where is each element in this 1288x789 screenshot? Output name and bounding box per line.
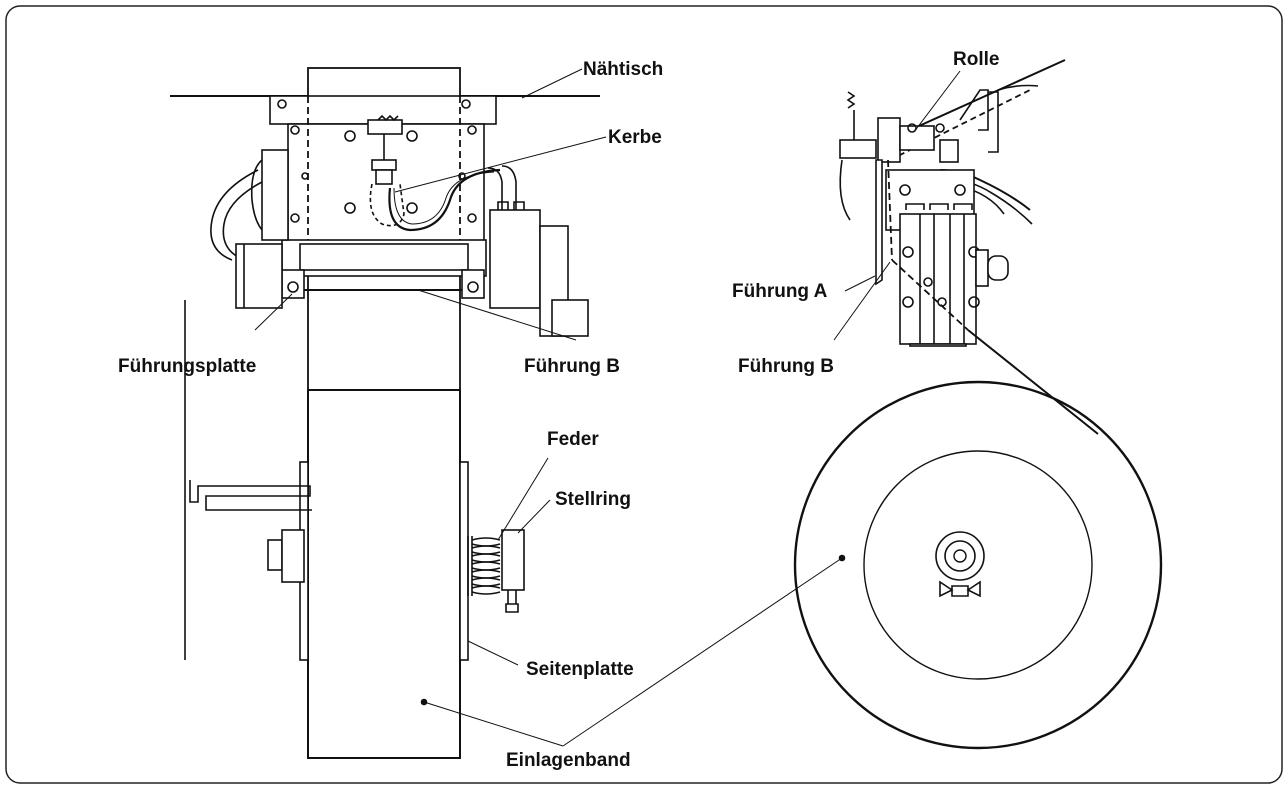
- label-rolle: Rolle: [953, 49, 1000, 70]
- label-naehtisch: Nähtisch: [583, 59, 664, 80]
- collar: [501, 529, 525, 591]
- label-einlagenband: Einlagenband: [506, 750, 631, 771]
- guide-a: [875, 159, 883, 286]
- label-kerbe: Kerbe: [608, 127, 662, 148]
- label-fuehrung-a: Führung A: [732, 281, 828, 302]
- left-front-view: [170, 67, 600, 759]
- wing-nut-icon: [939, 580, 981, 598]
- label-feder: Feder: [547, 429, 599, 450]
- label-stellring: Stellring: [555, 489, 632, 510]
- right-side-view: [793, 59, 1163, 750]
- reel-inner-ring: [863, 450, 1093, 680]
- spring: [467, 536, 501, 596]
- label-fuehrung-b-right: Führung B: [738, 356, 835, 377]
- frame-border: [5, 5, 1283, 784]
- reel-hub: [935, 531, 985, 581]
- label-seitenplatte: Seitenplatte: [526, 659, 634, 680]
- leader-lines: [254, 68, 961, 747]
- tape-reel-front: [793, 380, 1163, 750]
- label-fuehrungsplatte: Führungsplatte: [118, 356, 257, 377]
- tape-reel-side: [307, 389, 461, 759]
- label-fuehrung-b-left: Führung B: [524, 356, 621, 377]
